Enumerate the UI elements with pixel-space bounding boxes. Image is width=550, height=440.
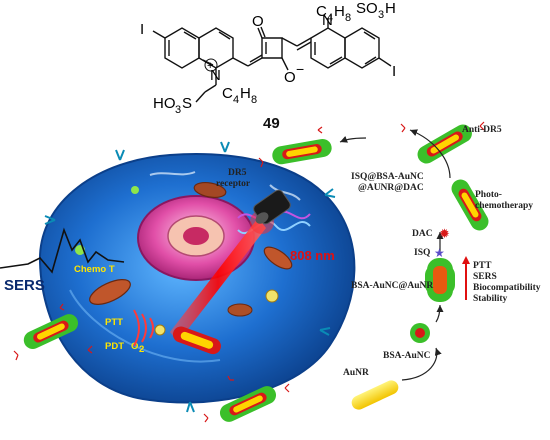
dr5-receptors xyxy=(44,141,336,413)
chain-right: C 4 H 8 SO 3 H xyxy=(316,0,396,24)
mitochondrion-2 xyxy=(263,246,293,270)
process-cycle xyxy=(339,129,451,381)
rod-bsa-aunc-aunr xyxy=(425,258,455,302)
chemo-therapy-label: Chemo T xyxy=(74,264,115,275)
photo-line2: chemotherapy xyxy=(475,201,533,211)
dac-star-icon: ✹ xyxy=(439,226,450,241)
properties-list: PTT SERS Biocompatibility Stability xyxy=(473,261,541,304)
so3h-right-h: H xyxy=(385,0,396,17)
prop-biocompatibility: Biocompatibility xyxy=(473,283,541,293)
dac-label: DAC xyxy=(412,229,433,239)
improvement-arrow xyxy=(462,256,470,300)
arrow-photo-to-top xyxy=(409,129,451,179)
isq-star-icon: ★ xyxy=(434,246,445,260)
chain-left: C 4 H 8 xyxy=(222,85,257,106)
mitochondrion-1 xyxy=(89,279,131,305)
prop-stability: Stability xyxy=(473,294,508,304)
atom-minus-sign: − xyxy=(296,61,304,77)
bsa-aunc-label: BSA-AuNC xyxy=(383,351,431,361)
compound-number: 49 xyxy=(263,115,280,132)
arrow-to-cell xyxy=(339,135,367,143)
isq-complex-line1: ISQ@BSA-AuNC xyxy=(351,172,424,182)
chain-left-c: C xyxy=(222,85,233,102)
chain-left-sub-4: 4 xyxy=(233,94,239,106)
sulfonate-left: HO 3 S xyxy=(153,95,192,116)
pdt-o: O xyxy=(131,341,138,352)
atom-iodine-right: I xyxy=(392,63,396,80)
laser-wavelength: 808 nm xyxy=(290,248,335,263)
charge-circle xyxy=(204,58,218,72)
charge-plus: + xyxy=(207,60,213,72)
isq-legend: ISQ ★ xyxy=(414,246,445,260)
photo-chemotherapy-label: Photo- chemotherapy xyxy=(475,190,533,211)
rod-functionalized-1 xyxy=(272,139,332,165)
chain-right-sub-4: 4 xyxy=(327,12,333,24)
chain-right-c: C xyxy=(316,3,327,20)
chain-right-sub-8: 8 xyxy=(345,12,351,24)
chain-right-h: H xyxy=(334,3,345,20)
atom-oxygen-top: O xyxy=(252,13,264,30)
arrow-aunr-to-bsa xyxy=(401,347,442,381)
heat-waves xyxy=(133,309,154,347)
mitochondrion-3 xyxy=(193,181,227,199)
chain-left-sub-8: 8 xyxy=(251,94,257,106)
chemical-structure xyxy=(152,18,392,103)
rod-photo xyxy=(451,179,489,231)
dr5-receptor-label: DR5 receptor xyxy=(216,168,251,189)
so3h-left-ho: HO xyxy=(153,95,176,112)
so3h-left-s: S xyxy=(182,95,192,112)
so3h-right-so: SO xyxy=(356,0,378,17)
photo-line1: Photo- xyxy=(475,190,502,200)
chemical-labels: I O O − N + N I C 4 H 8 HO 3 S C 4 H 8 S… xyxy=(140,0,396,132)
atom-oxygen-minus: O xyxy=(284,69,296,86)
dr5-label-line1: DR5 xyxy=(228,168,247,178)
bsa-aunc-aunr-label: BSA-AuNC@AuNR xyxy=(351,281,433,291)
isq-complex-line2: @AUNR@DAC xyxy=(358,183,424,193)
atom-nitrogen-right: N xyxy=(322,12,333,29)
rod-aunr xyxy=(351,380,399,410)
pdt-text: PDT xyxy=(105,341,124,352)
sers-label: SERS xyxy=(4,277,45,294)
atom-iodine-left: I xyxy=(140,21,144,38)
pdt-label: PDT O 2 xyxy=(105,341,144,355)
prop-ptt: PTT xyxy=(473,261,492,271)
prop-sers: SERS xyxy=(473,272,497,282)
arrow-bsa-to-rod xyxy=(435,304,444,323)
rod-functionalized-3 xyxy=(23,314,79,350)
laser: 808 nm xyxy=(170,189,335,342)
isq-label: ISQ xyxy=(414,248,430,258)
cancer-cell xyxy=(38,153,356,404)
dr5-label-line2: receptor xyxy=(216,179,251,189)
rod-in-cell xyxy=(172,326,221,355)
dac-legend: DAC ✹ xyxy=(412,226,450,241)
sers-signal: SERS xyxy=(0,227,125,294)
so3h-left-sub: 3 xyxy=(175,104,181,116)
rod-functionalized-4 xyxy=(219,386,277,422)
atom-nitrogen-left: N xyxy=(210,67,221,84)
antibodies xyxy=(13,121,485,423)
so3h-right-sub: 3 xyxy=(378,9,384,21)
chain-left-h: H xyxy=(240,85,251,102)
isq-complex-label: ISQ@BSA-AuNC @AUNR@DAC xyxy=(351,172,424,193)
pdt-o-sub: 2 xyxy=(139,344,144,355)
ptt-label: PTT xyxy=(105,317,123,328)
anti-dr5-label: Anti-DR5 xyxy=(462,125,502,135)
aunr-label: AuNR xyxy=(343,368,369,378)
